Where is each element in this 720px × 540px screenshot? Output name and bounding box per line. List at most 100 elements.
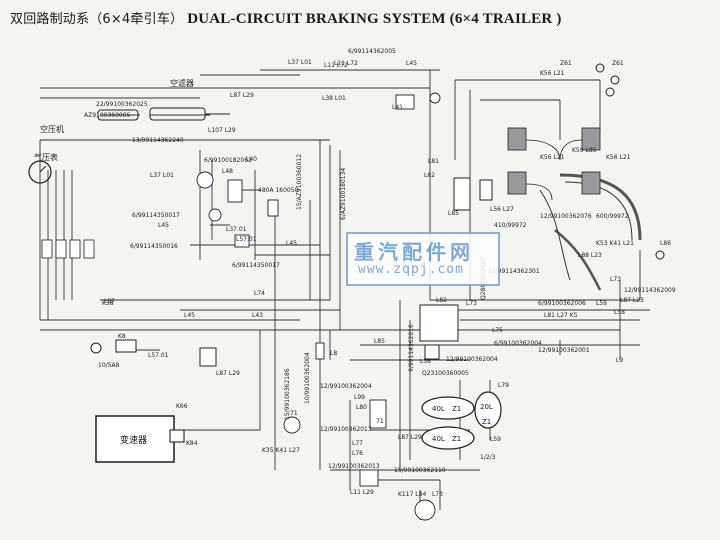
line-label: L73 (466, 300, 477, 307)
central-valve-block (419, 304, 459, 342)
line-label: K35 K41 L27 (262, 447, 300, 454)
part-number: 12/99100362001 (538, 347, 590, 354)
line-label: L8 (330, 350, 338, 357)
compressor-body (149, 107, 206, 121)
label-tank-20l: 20L (480, 403, 493, 411)
line-label: L73 (610, 276, 621, 283)
pressure-gauge-icon (28, 160, 52, 184)
line-label: L37 L01 (150, 172, 174, 179)
quick-release-valve (208, 208, 222, 222)
line-label: L11 L72 (334, 60, 358, 67)
air-tank-40l-b (421, 426, 475, 450)
air-filter-body (97, 109, 139, 121)
hand-valve (115, 339, 137, 353)
label-tank-z1-b: Z1 (452, 435, 462, 443)
line-label: L79 (498, 382, 509, 389)
load-valve (369, 399, 387, 429)
line-label: K53 K41 L21 (596, 240, 634, 247)
relay-valve-1 (227, 179, 243, 203)
line-label: K117 L84 (398, 491, 427, 498)
part-number: 6/99114350016 (130, 243, 178, 250)
part-number: 12/99114362009 (624, 287, 676, 294)
line-label: L81 L27 K5 (544, 312, 578, 319)
label-tank-40l-b: 40L (432, 435, 445, 443)
line-label: L62 (424, 172, 435, 179)
line-label: L88 L23 (578, 252, 602, 259)
extra-label: L37.01 (226, 226, 247, 233)
diagram-title: 双回路制动系（6×4牵引车） DUAL-CIRCUIT BRAKING SYST… (10, 8, 562, 28)
watermark-url: www.zqpj.com (358, 262, 464, 277)
line-label: L38 L01 (322, 95, 346, 102)
line-label: L85 (374, 338, 385, 345)
line-label: L40 (246, 156, 257, 163)
line-label: L41 (392, 104, 403, 111)
line-label: L45 (158, 222, 169, 229)
line-label: L87 L29 (216, 370, 240, 377)
exhaust-valve (199, 347, 217, 367)
line-label: L80 (356, 404, 367, 411)
line-label: L87 L29 (398, 434, 422, 441)
part-number: 22/99100362025 (96, 101, 148, 108)
part-number: 13/99114362240 (132, 137, 184, 144)
line-label: L57.01 (236, 236, 257, 243)
line-label: L107 L29 (208, 127, 236, 134)
part-number: 6/99114350017 (232, 262, 280, 269)
part-number: 6/99114350017 (132, 212, 180, 219)
part-number: 12/99114362301 (488, 268, 540, 275)
label-tank-z1-c: Z1 (482, 418, 492, 426)
line-label: L9 (616, 357, 624, 364)
part-number: 6/99100362006 (538, 300, 586, 307)
part-number: Q23100360005 (422, 370, 469, 377)
line-label: L99 (354, 394, 365, 401)
left-tank-4 (83, 239, 95, 259)
line-label: L45 (406, 60, 417, 67)
line-label: K56 L21 (606, 154, 631, 161)
label-air-filter: 空滤器 (170, 79, 194, 88)
watermark-box: 重汽配件网 www.zqpj.com (346, 232, 500, 286)
line-label: K56 L21 (540, 154, 565, 161)
extra-label: 71 (376, 418, 384, 425)
title-chinese: 双回路制动系（6×4牵引车） (10, 12, 184, 27)
foot-valve-icon (283, 416, 301, 434)
line-label: K66 (176, 403, 188, 410)
line-label: L59 (490, 436, 501, 443)
line-label: L76 (352, 450, 363, 457)
line-label: L37 (104, 298, 115, 305)
brake-chamber-4 (581, 171, 601, 195)
line-label: L56 L27 (490, 206, 514, 213)
line-label: L85 (448, 210, 459, 217)
line-label: L86 (660, 240, 671, 247)
part-number: AZ9100360005 (84, 112, 131, 119)
part-number: 410/99972 (494, 222, 527, 229)
relay-valve-2 (267, 199, 279, 217)
line-label: L59 (596, 300, 607, 307)
brake-chamber-1 (507, 127, 527, 151)
part-number: 15/AZ9100360012 (296, 153, 303, 210)
title-english: DUAL-CIRCUIT BRAKING SYSTEM (6×4 TRAILER… (187, 11, 562, 27)
top-valve-gauge (429, 92, 441, 104)
line-label: L11 L72 (324, 62, 348, 69)
line-label: L48 (222, 168, 233, 175)
line-label: K56 L21 (540, 70, 565, 77)
air-tank-20l (474, 391, 502, 429)
air-tank-40l-a (421, 396, 475, 420)
line-label: K8 (118, 333, 126, 340)
label-transmission: 变速器 (120, 436, 148, 446)
line-label: L87 L29 (230, 92, 254, 99)
trailer-control-valve (453, 177, 471, 211)
part-number: 600/99972 (596, 213, 629, 220)
left-tank-1 (41, 239, 53, 259)
line-label: L77 (352, 440, 363, 447)
extra-label: 1/2/3 (480, 454, 496, 461)
line-label: L57.01 (148, 352, 169, 359)
part-number: 480A 160050 (258, 187, 299, 194)
label-tank-40l-a: 40L (432, 405, 445, 413)
extra-label: K84 (186, 440, 198, 447)
extra-label: 71 (290, 410, 298, 417)
part-number: 12/99100362013 (320, 426, 372, 433)
extra-label: K38 (102, 300, 114, 307)
extra-label: Z61 (560, 60, 572, 67)
part-number: 12/99100362004 (446, 356, 498, 363)
part-number: 6/99114362005 (348, 48, 396, 55)
